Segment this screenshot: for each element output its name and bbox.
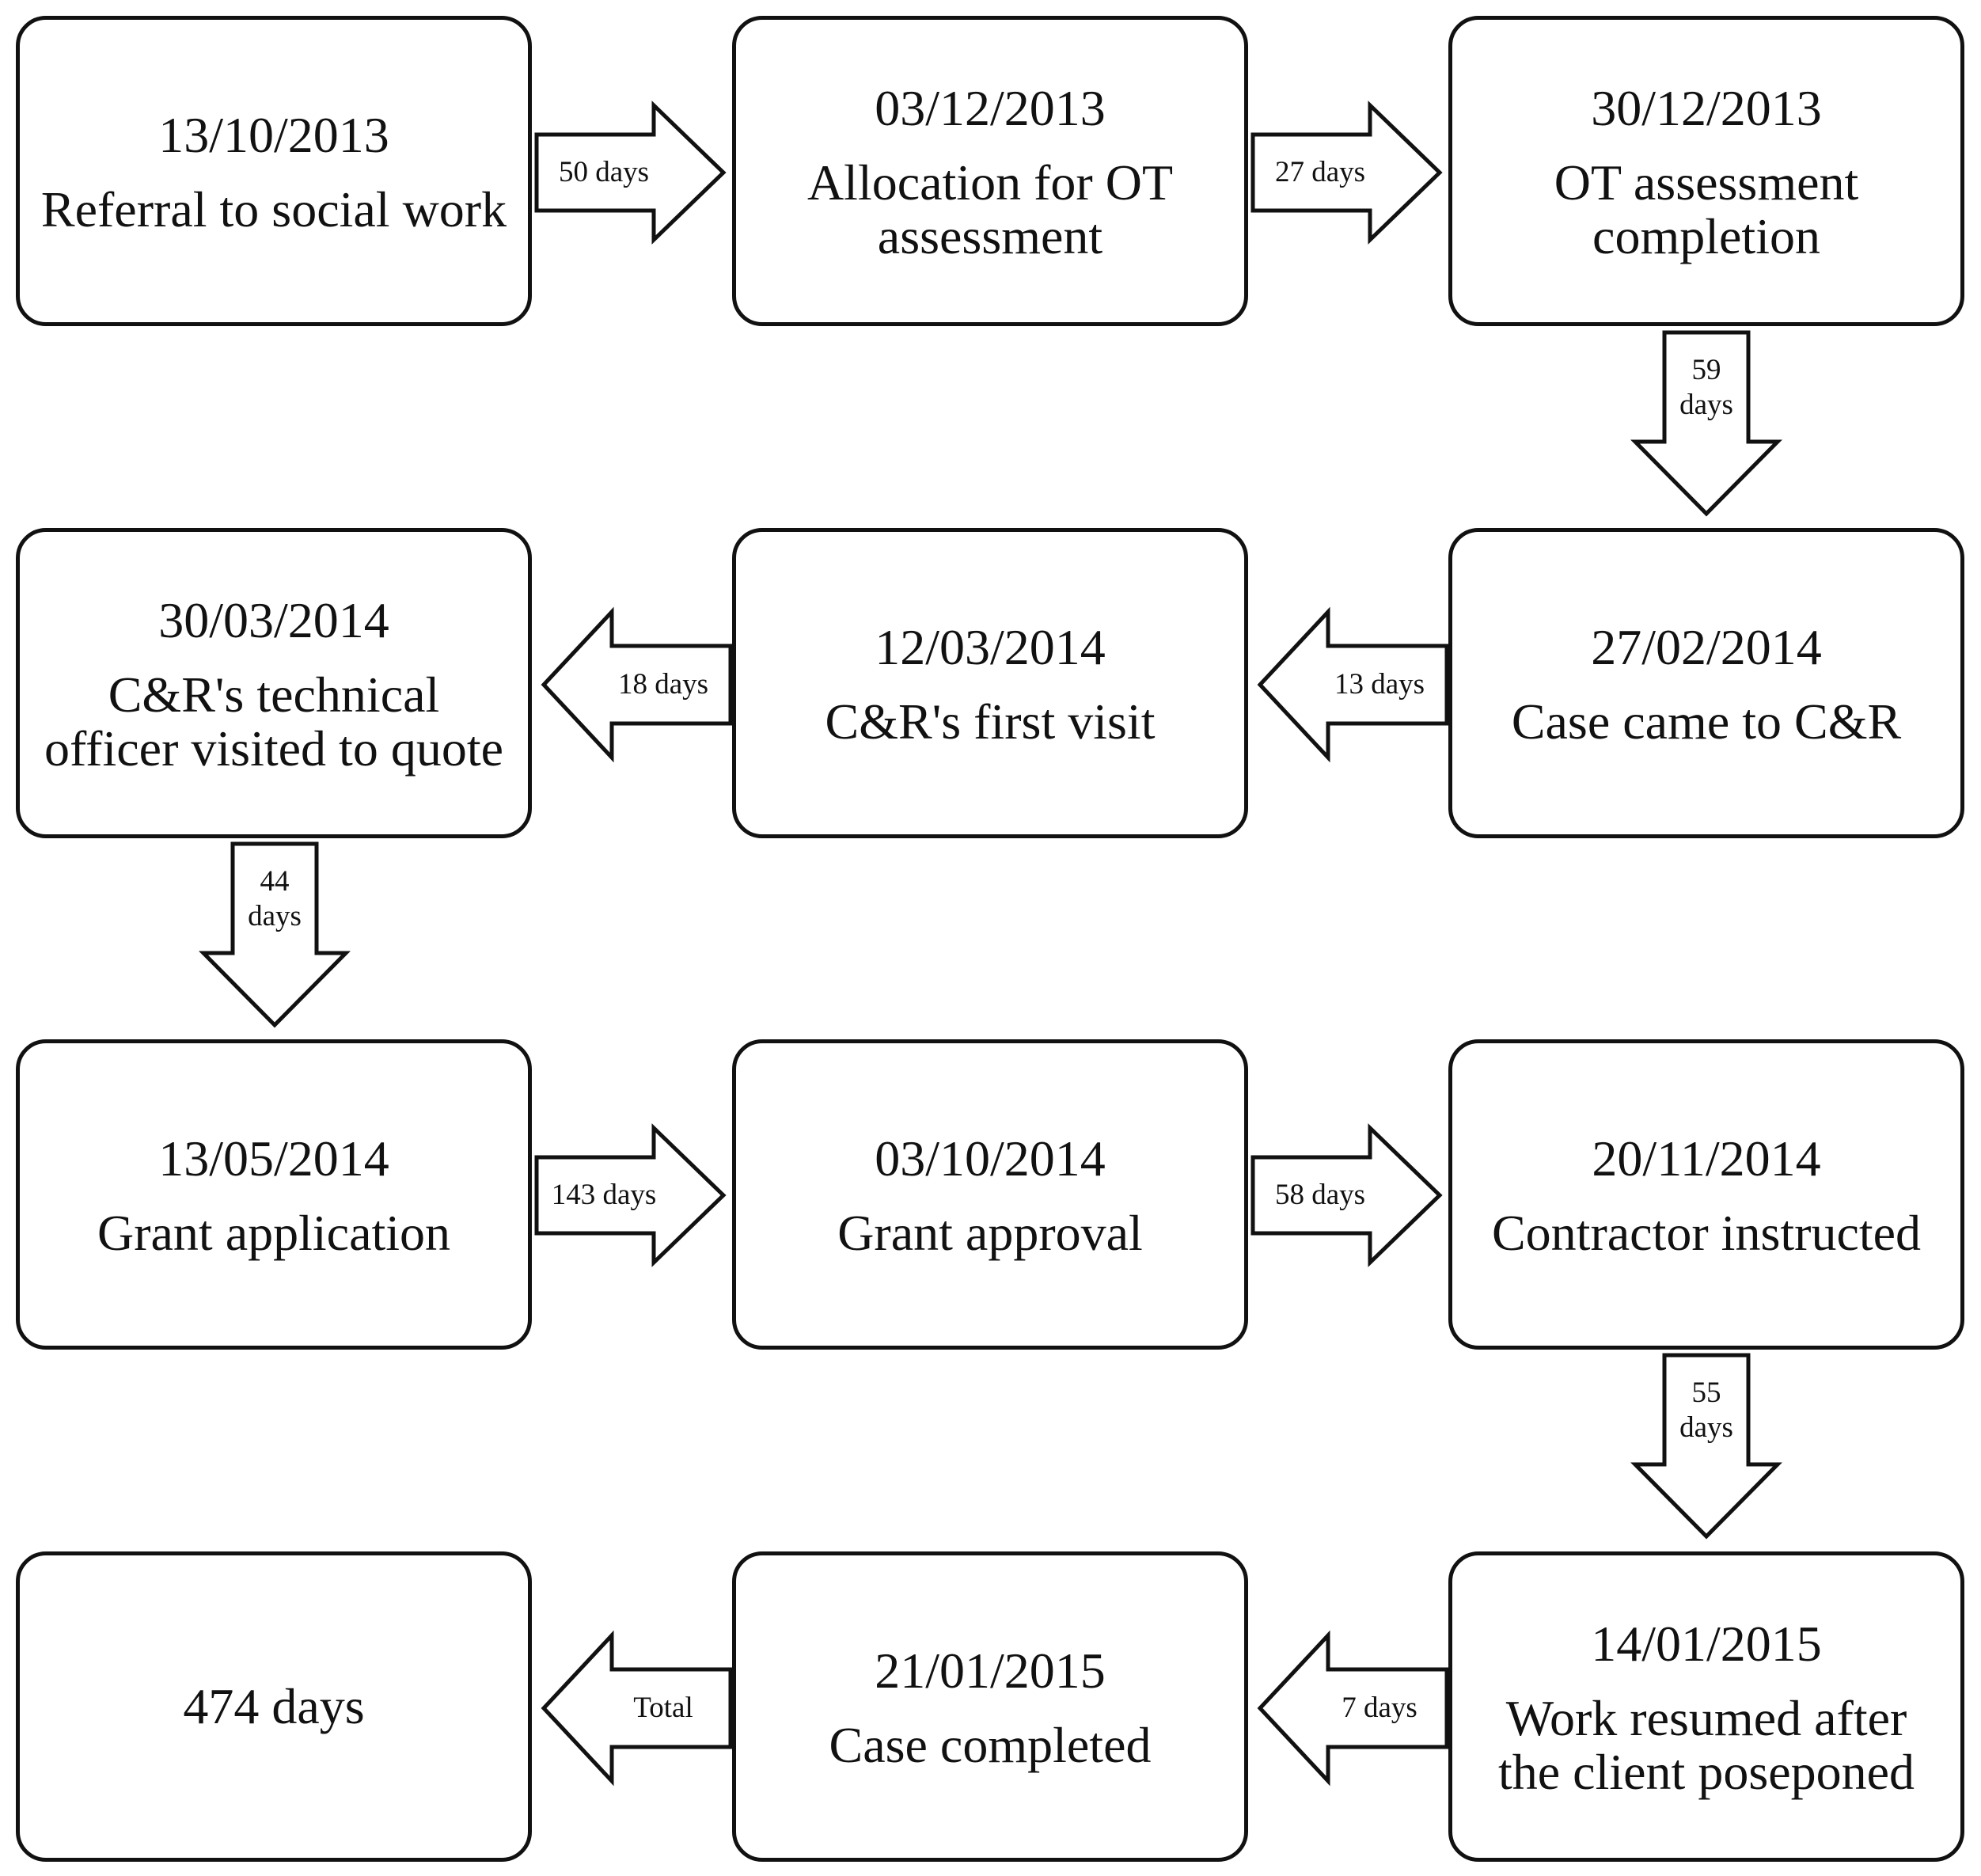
node-first-visit: 12/03/2014 C&R's first visit: [732, 528, 1248, 838]
node-label: Grant approval: [837, 1205, 1143, 1261]
edge-label: 7 days: [1342, 1692, 1417, 1724]
arrow-left-shape: [541, 606, 733, 763]
node-label: Case completed: [829, 1717, 1152, 1773]
node-date: 30/03/2014: [158, 592, 389, 648]
edge-label: 143 days: [551, 1179, 657, 1211]
node-technical-visit: 30/03/2014 C&R's technical officer visit…: [16, 528, 532, 838]
node-label: C&R's technical officer visited to quote: [44, 666, 503, 777]
node-label: Case came to C&R: [1511, 693, 1902, 750]
node-label: Contractor instructed: [1491, 1205, 1922, 1261]
node-date: 14/01/2015: [1591, 1616, 1822, 1672]
node-date: 30/12/2013: [1591, 80, 1822, 136]
arrow-left-shape: [1257, 1630, 1449, 1787]
arrow-right-shape: [1250, 101, 1443, 245]
node-ot-completion: 30/12/2013 OT assessment completion: [1448, 16, 1964, 326]
arrow-right-shape: [534, 1123, 727, 1267]
arrow-right-shape: [534, 101, 727, 245]
node-date: 27/02/2014: [1591, 619, 1822, 675]
edge-label: 55 days: [1679, 1377, 1733, 1444]
arrow-left-icon: 7 days: [1257, 1630, 1449, 1787]
node-contractor-instructed: 20/11/2014 Contractor instructed: [1448, 1039, 1964, 1350]
edge-label: 18 days: [617, 668, 709, 701]
node-date: 12/03/2014: [875, 619, 1106, 675]
arrow-down-icon: 44 days: [199, 841, 351, 1028]
edge-label: 27 days: [1274, 156, 1366, 188]
arrow-down-icon: 55 days: [1630, 1353, 1782, 1540]
edge-label: Total: [633, 1692, 693, 1724]
arrow-left-icon: Total: [541, 1630, 733, 1787]
node-total-value: 474 days: [183, 1678, 365, 1734]
arrow-right-icon: 50 days: [534, 101, 727, 245]
node-work-resumed: 14/01/2015 Work resumed after the client…: [1448, 1551, 1964, 1862]
node-case-came: 27/02/2014 Case came to C&R: [1448, 528, 1964, 838]
node-label: C&R's first visit: [825, 693, 1156, 750]
node-label: Work resumed after the client poseponed: [1497, 1690, 1915, 1800]
node-grant-approval: 03/10/2014 Grant approval: [732, 1039, 1248, 1350]
node-date: 21/01/2015: [875, 1642, 1106, 1699]
arrow-right-icon: 58 days: [1250, 1123, 1443, 1267]
node-date: 03/10/2014: [875, 1130, 1106, 1187]
edge-label: 44 days: [248, 865, 302, 932]
arrow-left-icon: 18 days: [541, 606, 733, 763]
node-date: 20/11/2014: [1592, 1130, 1821, 1187]
arrow-right-icon: 143 days: [534, 1123, 727, 1267]
edge-label: 13 days: [1334, 668, 1425, 701]
node-referral: 13/10/2013 Referral to social work: [16, 16, 532, 326]
node-allocation: 03/12/2013 Allocation for OT assessment: [732, 16, 1248, 326]
arrow-left-icon: 13 days: [1257, 606, 1449, 763]
node-date: 03/12/2013: [875, 80, 1106, 136]
node-grant-application: 13/05/2014 Grant application: [16, 1039, 532, 1350]
node-label: Referral to social work: [40, 181, 507, 237]
arrow-left-shape: [541, 1630, 733, 1787]
arrow-down-shape: [1630, 330, 1782, 517]
arrow-right-icon: 27 days: [1250, 101, 1443, 245]
arrow-down-shape: [1630, 1353, 1782, 1540]
node-label: Grant application: [97, 1205, 451, 1261]
node-total: 474 days: [16, 1551, 532, 1862]
arrow-down-shape: [199, 841, 351, 1028]
node-case-completed: 21/01/2015 Case completed: [732, 1551, 1248, 1862]
node-date: 13/05/2014: [158, 1130, 389, 1187]
edge-label: 58 days: [1274, 1179, 1366, 1211]
arrow-down-icon: 59 days: [1630, 330, 1782, 517]
node-date: 13/10/2013: [158, 107, 389, 163]
edge-label: 50 days: [558, 156, 650, 188]
edge-label: 59 days: [1679, 354, 1733, 421]
node-label: OT assessment completion: [1554, 154, 1859, 264]
arrow-left-shape: [1257, 606, 1449, 763]
node-label: Allocation for OT assessment: [806, 154, 1174, 264]
arrow-right-shape: [1250, 1123, 1443, 1267]
